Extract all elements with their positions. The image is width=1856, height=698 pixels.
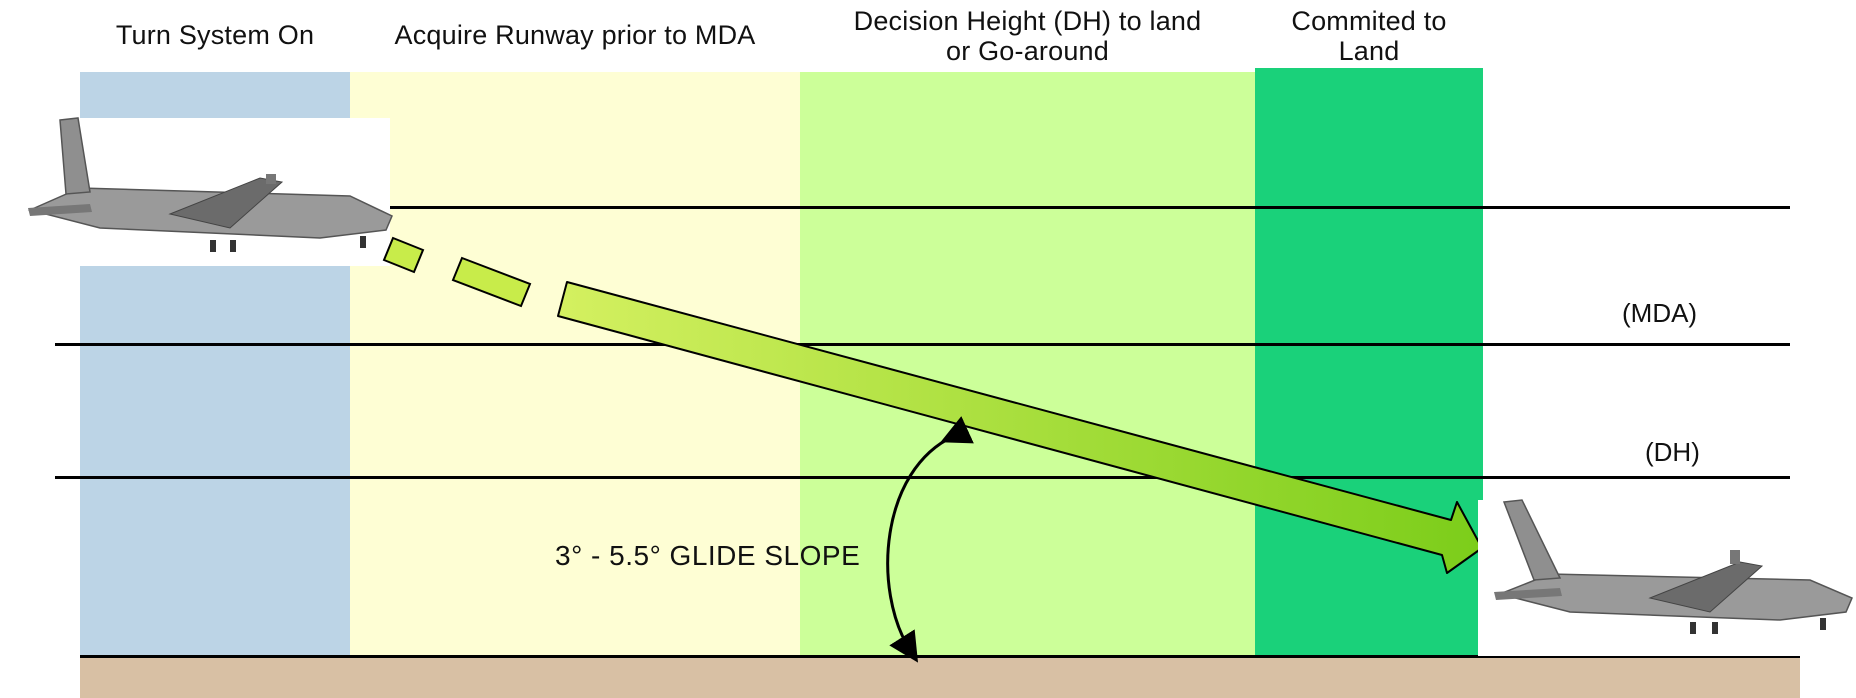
phase-label-committed-to-land: Commited to Land	[1291, 6, 1447, 66]
aircraft-icon	[27, 117, 393, 252]
phase-label-turn-system-on: Turn System On	[115, 20, 315, 50]
mda-label: (MDA)	[1622, 298, 1698, 328]
zone-acquire-runway	[350, 72, 800, 656]
ground	[80, 656, 1800, 698]
glide-path-dashes	[382, 236, 532, 308]
glide-slope-label: 3° - 5.5° GLIDE SLOPE	[555, 540, 861, 571]
glide-angle-arc	[886, 416, 974, 663]
glide-slope-arrow	[557, 281, 1483, 574]
phase-label-decision-height: Decision Height (DH) to land or Go-aroun…	[853, 6, 1202, 66]
aircraft-icon	[1494, 499, 1853, 634]
zone-decision-height	[800, 72, 1255, 656]
dh-label: (DH)	[1645, 437, 1700, 467]
top-reference-line	[300, 206, 1790, 209]
mda-line	[55, 343, 1790, 346]
phase-label-acquire-runway: Acquire Runway prior to MDA	[394, 20, 756, 50]
